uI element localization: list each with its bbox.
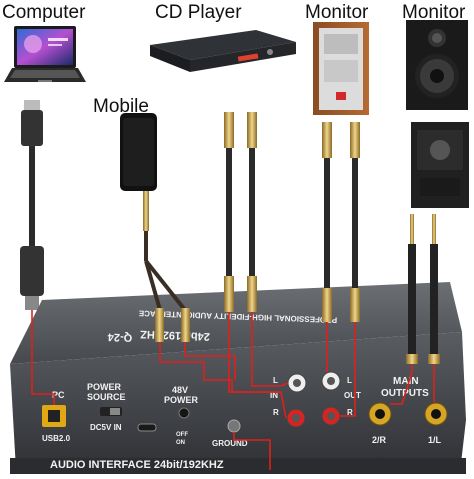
mobile-label: Mobile (93, 96, 149, 117)
device-top (10, 282, 462, 364)
in-label: IN (270, 391, 278, 400)
dc5v-label: DC5V IN (90, 423, 122, 432)
monitor-label-right: Monitor (402, 2, 466, 23)
usb-label: USB2.0 (42, 434, 71, 443)
cd-player-label: CD Player (155, 2, 242, 23)
phantom-off-label: OFF (176, 432, 188, 438)
black-monitor-front-icon (406, 20, 468, 110)
pc-label: PC (52, 390, 65, 400)
top-brand-text: Q-24 (107, 331, 133, 344)
ground-label: GROUND (212, 439, 248, 448)
cd-rca-cables (224, 112, 257, 312)
usb-cable (20, 100, 44, 310)
mobile-aux-cable (143, 191, 190, 342)
jack-2r-label: 2/R (372, 435, 387, 445)
phantom-on-label: ON (176, 440, 185, 446)
laptop-icon (4, 26, 86, 82)
in-l-label: L (273, 376, 278, 385)
monitor-rca-cables (322, 122, 360, 322)
jack-cables (406, 214, 440, 364)
out-l-label: L (347, 376, 352, 385)
jack-1l-label: 1/L (428, 435, 442, 445)
cd-player-icon (150, 30, 296, 72)
phantom-label-1: 48V (172, 385, 188, 395)
computer-label: Computer (2, 2, 86, 23)
out-r-label: R (347, 408, 353, 417)
phantom-power-switch[interactable] (178, 407, 190, 419)
power-source-label-2: SOURCE (87, 392, 126, 402)
ground-screw[interactable] (227, 419, 241, 433)
black-monitor-back-icon (411, 122, 469, 208)
monitor-label-left: Monitor (305, 2, 369, 23)
footer-text: AUDIO INTERFACE 24bit/192KHZ (50, 459, 224, 471)
micro-usb-port[interactable] (137, 423, 157, 432)
signal-wires (31, 310, 435, 470)
top-model-text: 24bit/192KHZ (140, 328, 210, 342)
wood-monitor-icon (313, 22, 369, 115)
device-footer-strip (10, 458, 466, 474)
device-front-panel (10, 332, 466, 472)
out-label: OUT (344, 391, 361, 400)
power-source-label-1: POWER (87, 382, 122, 392)
phantom-label-2: POWER (164, 395, 199, 405)
mobile-phone-icon (120, 113, 157, 191)
in-r-label: R (273, 408, 279, 417)
main-outputs-label-1: MAIN (393, 376, 419, 387)
